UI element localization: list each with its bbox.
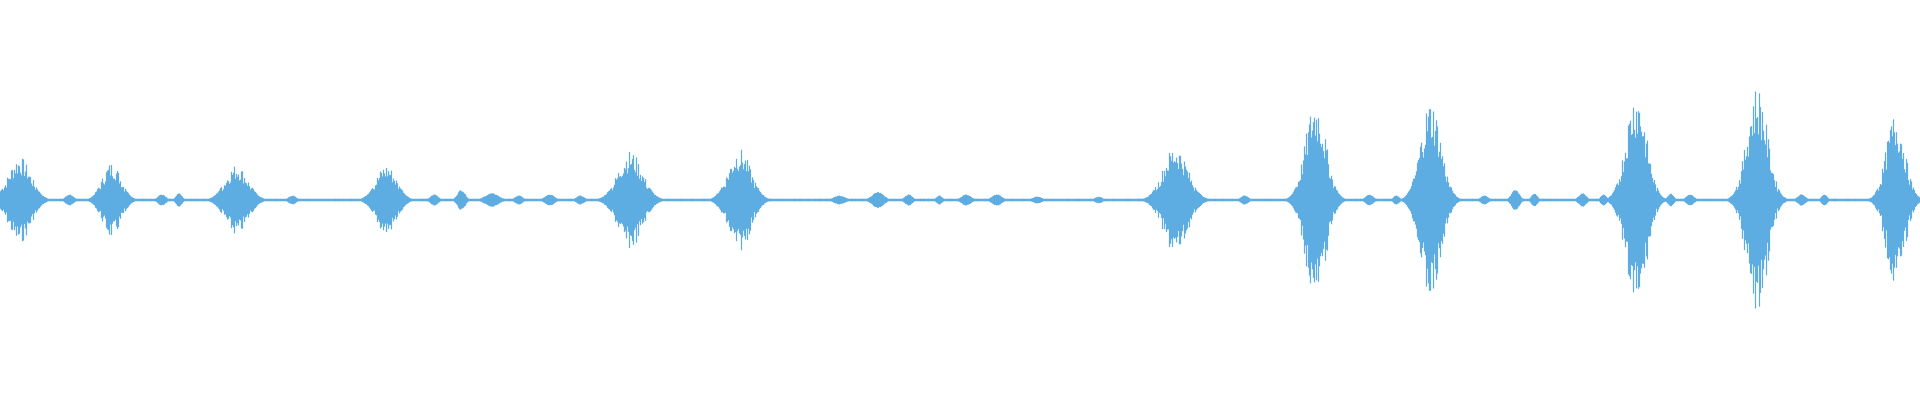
waveform-signal <box>0 91 1920 309</box>
waveform-bars <box>0 91 1920 309</box>
